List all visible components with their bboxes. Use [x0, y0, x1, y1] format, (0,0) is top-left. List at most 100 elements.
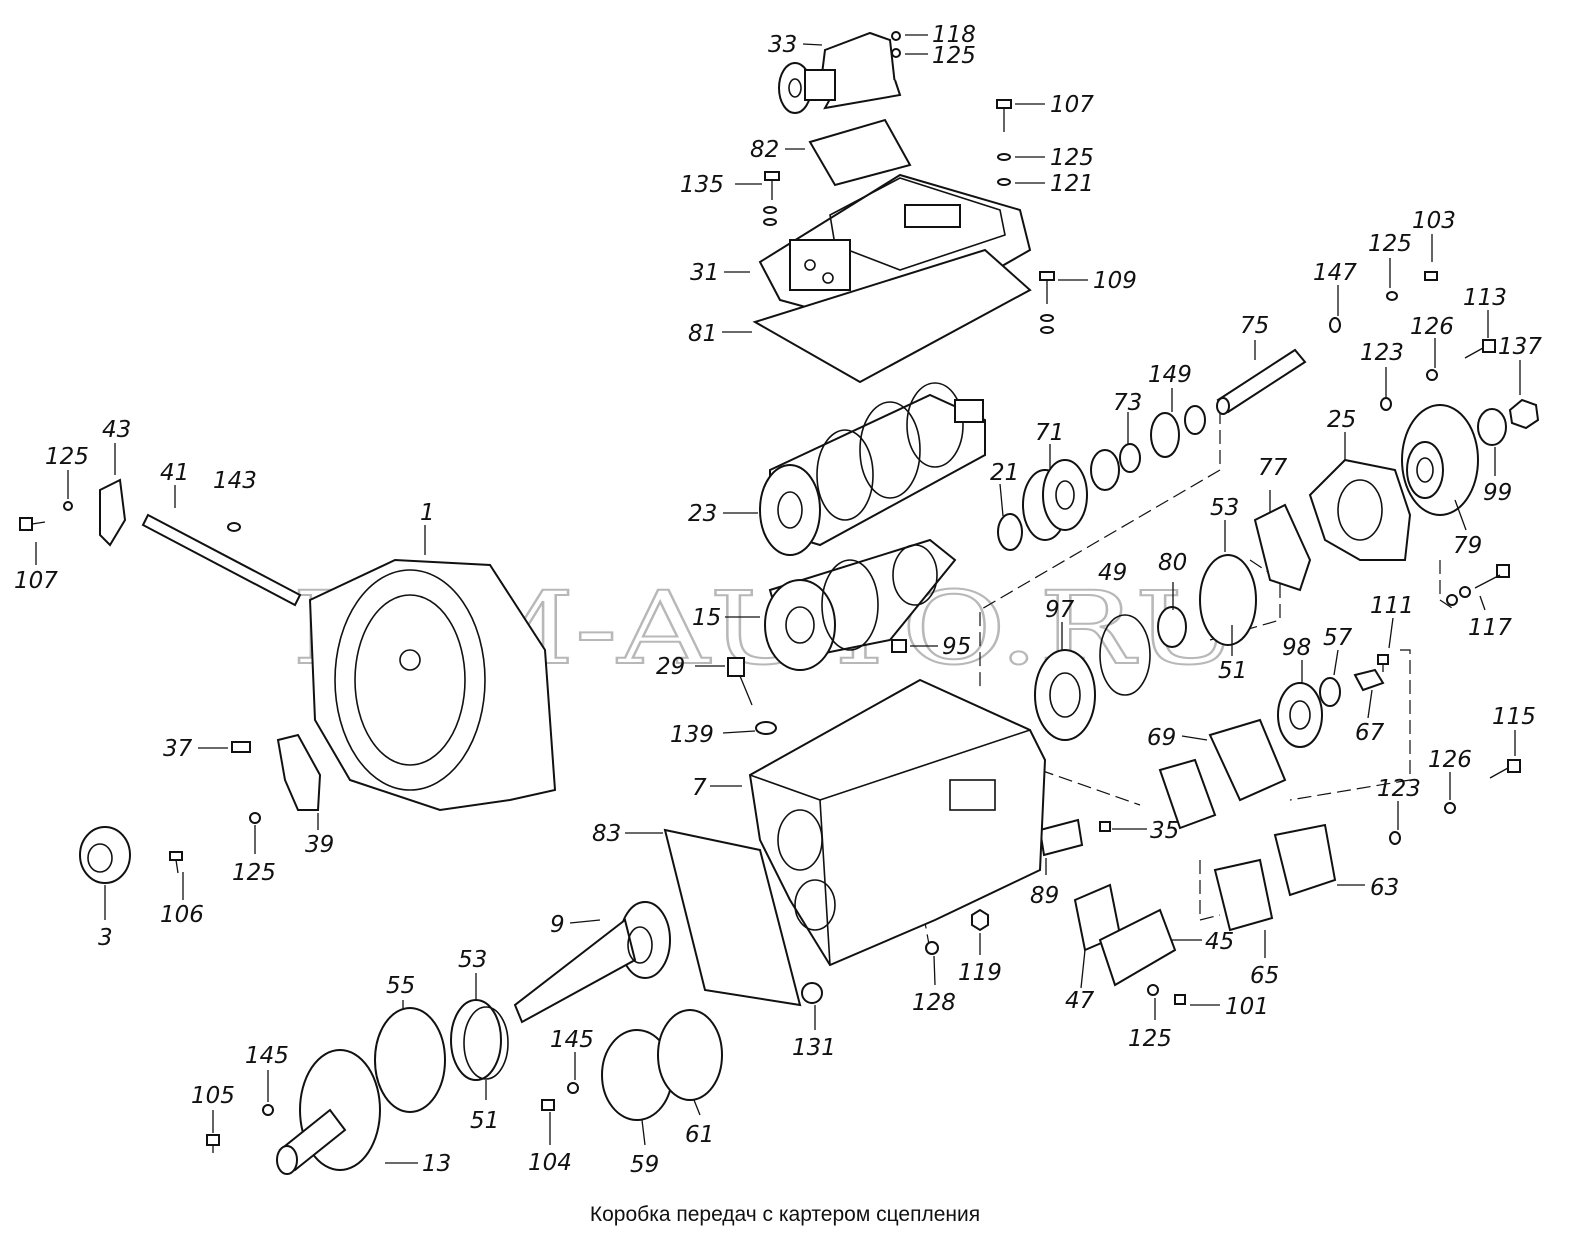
part-115-bolt [1489, 759, 1521, 779]
callout-21: 21 [990, 460, 1019, 486]
callout-67: 67 [1355, 720, 1385, 746]
callout-61: 61 [685, 1122, 714, 1148]
part-113-bolt [1464, 339, 1496, 359]
callout-3: 3 [98, 925, 113, 951]
callout-126: 126 [1410, 314, 1454, 340]
callout-107: 107 [14, 568, 58, 594]
part-51-ring-lower [463, 1006, 509, 1080]
callout-109: 109 [1093, 268, 1137, 294]
callout-71: 71 [1035, 420, 1064, 446]
part-39-release-fork [276, 733, 322, 811]
part-111-screw [1377, 654, 1389, 672]
callout-63: 63 [1370, 875, 1399, 901]
part-3-release-bearing [79, 826, 131, 884]
callout-143: 143 [213, 468, 257, 494]
callout-126: 126 [1428, 747, 1472, 773]
part-145-washer [567, 1082, 579, 1094]
leader-lines [35, 34, 1521, 1164]
part-9-input-shaft [513, 901, 671, 1024]
callout-117: 117 [1468, 615, 1512, 641]
part-125-washer-left [63, 501, 73, 511]
part-43-lever [99, 478, 127, 547]
part-125-washer-tr [1386, 291, 1398, 301]
part-41-shaft [141, 513, 302, 607]
callout-137: 137 [1498, 334, 1542, 360]
callout-103: 103 [1412, 208, 1456, 234]
callout-119: 119 [958, 960, 1002, 986]
callout-123: 123 [1377, 776, 1421, 802]
callout-41: 41 [160, 460, 189, 486]
part-126-pin-lower [1444, 802, 1456, 814]
callout-25: 25 [1327, 407, 1356, 433]
callout-101: 101 [1225, 994, 1269, 1020]
part-119-nut [971, 908, 989, 932]
part-35-gasket [1158, 758, 1217, 830]
part-73-washer [1119, 443, 1141, 473]
callout-numbers: 33 118 125 107 82 125 135 121 31 109 81 … [14, 22, 1542, 1178]
callout-125: 125 [45, 444, 89, 470]
callout-80: 80 [1158, 550, 1187, 576]
part-98-bearing [1277, 682, 1323, 748]
callout-135: 135 [680, 172, 724, 198]
callout-47: 47 [1065, 988, 1095, 1014]
callout-49: 49 [1098, 560, 1127, 586]
callout-29: 29 [656, 654, 685, 680]
part-73-needle-bearing [1090, 449, 1120, 491]
callout-121: 121 [1050, 171, 1094, 197]
part-143-key [227, 522, 241, 532]
callout-107: 107 [1050, 92, 1094, 118]
part-123-washer [1380, 397, 1392, 411]
part-106-bolt [169, 851, 183, 874]
part-145-washer-left [262, 1104, 274, 1116]
part-95-breather [891, 639, 907, 653]
part-137-nut [1508, 398, 1540, 430]
callout-113: 113 [1463, 285, 1507, 311]
part-49-snap-ring [1099, 614, 1151, 696]
callout-106: 106 [160, 902, 204, 928]
callout-23: 23 [688, 501, 717, 527]
part-7-gearbox-housing [748, 678, 1047, 967]
callout-53: 53 [458, 947, 487, 973]
part-97-ball-bearing [1034, 649, 1096, 741]
part-21-washer [997, 513, 1023, 551]
callout-95: 95 [942, 634, 971, 660]
part-63-cover [1273, 823, 1337, 897]
callout-51: 51 [1218, 658, 1247, 684]
part-79-flange [1401, 404, 1479, 516]
callout-97: 97 [1045, 597, 1075, 623]
part-15-countershaft-assembly [764, 538, 957, 671]
part-45-gasket [1098, 908, 1177, 987]
part-53-ring-lower [450, 999, 502, 1081]
part-13-front-cover [276, 1049, 381, 1175]
callout-77: 77 [1258, 455, 1288, 481]
part-55-gasket [374, 1007, 446, 1113]
part-33-gear-lever-housing [778, 31, 902, 114]
part-81-cover-gasket [752, 248, 1032, 384]
callout-1: 1 [420, 500, 435, 526]
part-35-screw [1099, 821, 1111, 832]
part-89-nameplate [1038, 818, 1084, 857]
callout-37: 37 [163, 736, 193, 762]
part-75-axle [1216, 348, 1307, 415]
part-82-gasket [808, 118, 912, 187]
callout-57: 57 [1323, 625, 1353, 651]
part-25-rear-cover [1308, 458, 1412, 561]
part-131-plug [801, 982, 823, 1004]
callout-7: 7 [692, 775, 707, 801]
part-117-bolt [1446, 564, 1510, 606]
part-104-bolt [541, 1099, 555, 1111]
callout-125: 125 [232, 860, 276, 886]
part-61-gasket [657, 1009, 723, 1101]
callout-33: 33 [768, 32, 797, 58]
callout-125: 125 [1128, 1026, 1172, 1052]
callout-9: 9 [550, 912, 565, 938]
part-23-mainshaft-assembly [759, 382, 986, 556]
callout-98: 98 [1282, 635, 1311, 661]
part-67-plate [1353, 668, 1385, 692]
callout-104: 104 [528, 1150, 572, 1176]
part-105-bolt [206, 1134, 220, 1153]
diagram-caption: Коробка передач с картером сцепления [589, 1203, 981, 1226]
callout-111: 111 [1370, 593, 1414, 619]
callout-13: 13 [422, 1151, 451, 1177]
callout-65: 65 [1250, 963, 1279, 989]
